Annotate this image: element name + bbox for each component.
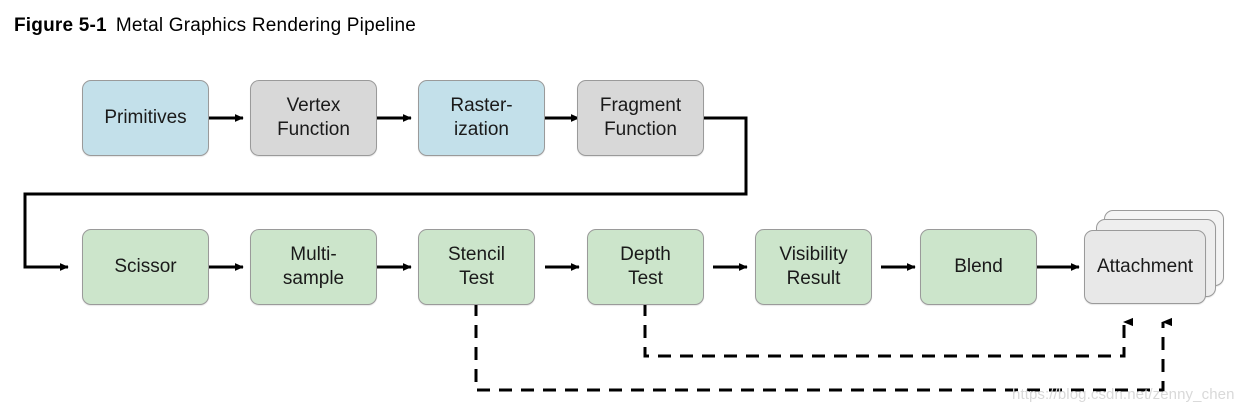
dashed-arrow-depth-test-to-attachment (643, 303, 1133, 358)
stage-fragment-function[interactable]: Fragment Function (577, 80, 704, 156)
stage-depth-test[interactable]: Depth Test (587, 229, 704, 305)
stage-vertex-function[interactable]: Vertex Function (250, 80, 377, 156)
figure-caption: Figure 5-1 Metal Graphics Rendering Pipel… (14, 15, 416, 37)
attachment-card-front[interactable]: Attachment (1084, 230, 1206, 304)
stage-scissor[interactable]: Scissor (82, 229, 209, 305)
dashed-arrow-stencil-test-to-attachment (474, 303, 1172, 392)
figure-label: Figure 5-1 (14, 15, 107, 36)
figure-title: Metal Graphics Rendering Pipeline (115, 15, 417, 36)
stage-multisample[interactable]: Multi- sample (250, 229, 377, 305)
stage-blend[interactable]: Blend (920, 229, 1037, 305)
stage-stencil-test[interactable]: Stencil Test (418, 229, 535, 305)
stage-rasterization[interactable]: Raster- ization (418, 80, 545, 156)
stage-primitives[interactable]: Primitives (82, 80, 209, 156)
stage-visibility-result[interactable]: Visibility Result (755, 229, 872, 305)
watermark-text: https://blog.csdn.net/zenny_chen (1012, 386, 1235, 403)
